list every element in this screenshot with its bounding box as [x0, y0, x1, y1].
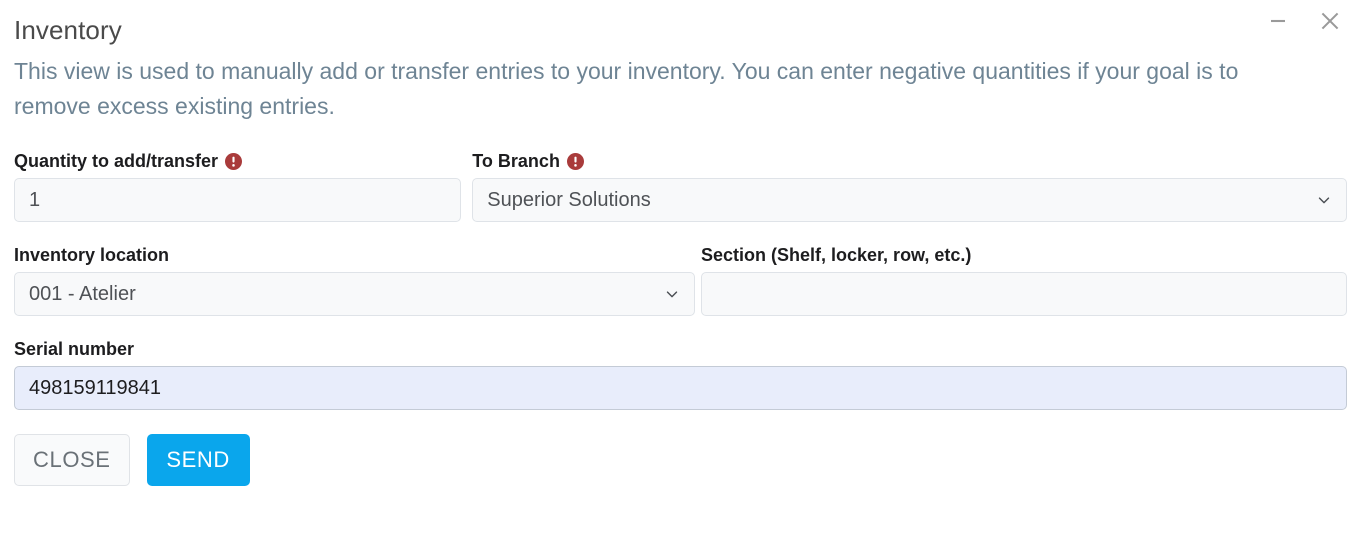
minimize-icon: [1266, 9, 1290, 33]
required-icon: [566, 152, 584, 170]
location-select[interactable]: 001 - Atelier: [14, 272, 695, 316]
dialog-actions: CLOSE SEND: [0, 434, 1361, 486]
form-row-2: Inventory location 001 - Atelier Section…: [14, 244, 1347, 316]
field-quantity: Quantity to add/transfer: [14, 150, 462, 222]
location-select-wrap: 001 - Atelier: [14, 272, 695, 316]
quantity-input[interactable]: [14, 178, 462, 222]
label-section-text: Section (Shelf, locker, row, etc.): [701, 245, 972, 265]
branch-select-wrap: Superior Solutions: [472, 178, 1347, 222]
label-quantity: Quantity to add/transfer: [14, 150, 461, 172]
label-location-text: Inventory location: [14, 245, 170, 265]
label-branch: To Branch: [472, 150, 1347, 172]
close-icon: [1317, 8, 1343, 34]
label-serial: Serial number: [14, 338, 1347, 360]
dialog-description: This view is used to manually add or tra…: [14, 58, 1239, 119]
field-serial: Serial number: [14, 338, 1347, 410]
inventory-form: Quantity to add/transfer To Branch: [0, 150, 1361, 410]
close-button[interactable]: [1315, 6, 1345, 36]
serial-number-input[interactable]: [14, 366, 1347, 410]
window-controls: [1263, 6, 1345, 36]
form-row-3: Serial number: [14, 338, 1347, 410]
label-location: Inventory location: [14, 244, 695, 266]
label-quantity-text: Quantity to add/transfer: [14, 151, 219, 171]
field-location: Inventory location 001 - Atelier: [14, 244, 695, 316]
field-section: Section (Shelf, locker, row, etc.): [701, 244, 1347, 316]
required-icon: [225, 152, 243, 170]
send-button[interactable]: SEND: [146, 434, 250, 486]
minimize-button[interactable]: [1263, 6, 1293, 36]
label-serial-text: Serial number: [14, 339, 135, 359]
section-input[interactable]: [701, 272, 1347, 316]
branch-select[interactable]: Superior Solutions: [472, 178, 1347, 222]
dialog-titlebar: Inventory: [0, 0, 1361, 56]
close-action-button[interactable]: CLOSE: [14, 434, 130, 486]
label-section: Section (Shelf, locker, row, etc.): [701, 244, 1347, 266]
page-title: Inventory: [14, 15, 122, 45]
field-branch: To Branch Superior Solutions: [472, 150, 1347, 222]
label-branch-text: To Branch: [472, 151, 560, 171]
form-row-1: Quantity to add/transfer To Branch: [14, 150, 1347, 222]
